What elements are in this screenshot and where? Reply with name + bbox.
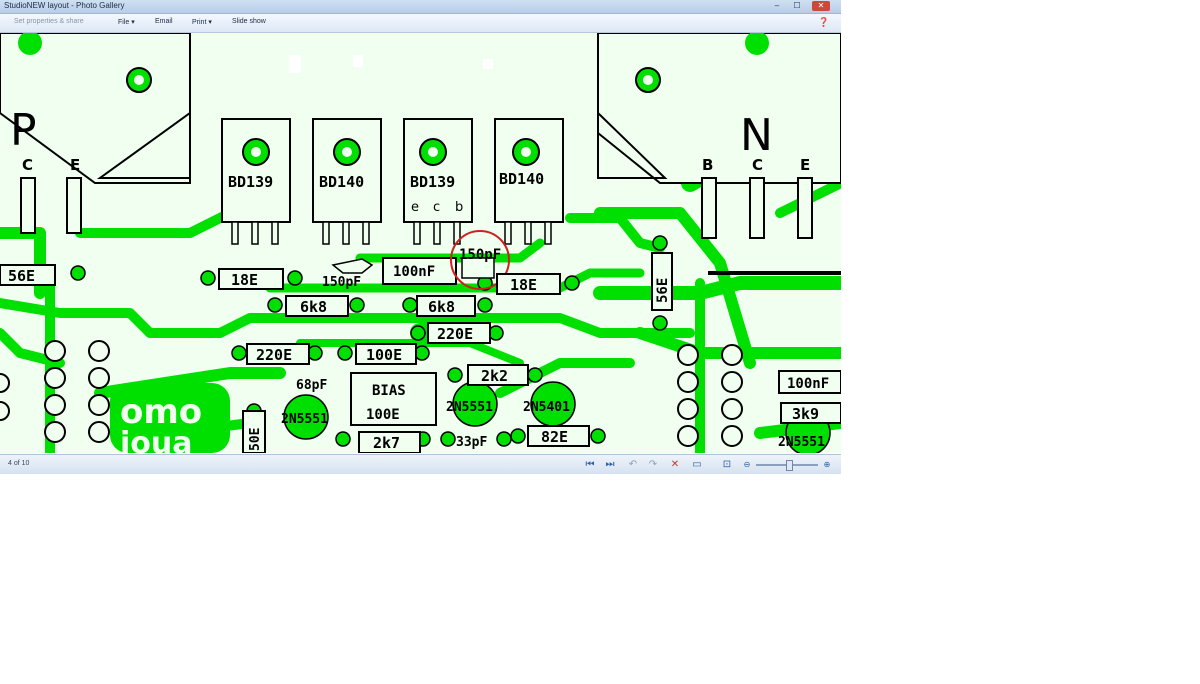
logo-block: omo ioua — [110, 383, 230, 453]
slideshow-icon[interactable]: ▭ — [692, 459, 702, 470]
r18e-right-label: 18E — [510, 276, 537, 294]
title-bar: StudioNEW layout - Photo Gallery – ☐ ✕ — [0, 0, 841, 14]
set-properties-menu[interactable]: Set properties & share — [14, 18, 84, 25]
minimize-button[interactable]: – — [774, 1, 780, 10]
r56e-right-label: 56E — [655, 278, 671, 303]
transistor-label-4: BD140 — [499, 170, 544, 188]
window-title: StudioNEW layout - Photo Gallery — [4, 1, 125, 10]
q2n5551-left-label: 2N5551 — [281, 412, 328, 427]
slide-show-button[interactable]: Slide show — [232, 18, 266, 25]
pcb-layout-image: omo ioua P C E — [0, 33, 841, 453]
pin-label-b: b — [455, 200, 463, 215]
email-button[interactable]: Email — [155, 18, 173, 25]
right-device-letter: N — [740, 110, 773, 161]
r6k8-left-label: 6k8 — [300, 298, 327, 316]
rotate-right-icon[interactable]: ↷ — [648, 459, 658, 470]
rotate-left-icon[interactable]: ↶ — [628, 459, 638, 470]
print-menu[interactable]: Print ▾ — [192, 19, 212, 26]
close-button[interactable]: ✕ — [812, 1, 830, 11]
image-counter: 4 of 10 — [8, 460, 30, 467]
r2k2-label: 2k2 — [481, 367, 508, 385]
c100nf-label: 100nF — [393, 264, 435, 280]
transistor-label-2: BD140 — [319, 173, 364, 191]
logo-top-text: omo — [120, 392, 202, 432]
actual-size-icon[interactable]: ⊡ — [722, 459, 732, 470]
c68pf-label: 68pF — [296, 378, 327, 393]
help-icon[interactable]: ❓ — [818, 17, 830, 27]
right-pin-b: B — [702, 156, 713, 174]
file-menu[interactable]: File ▾ — [118, 19, 135, 26]
solder-pads — [70, 235, 668, 447]
q2n5401-label: 2N5401 — [523, 400, 570, 415]
logo-bottom-text: ioua — [120, 426, 193, 453]
r220e-mid-label: 220E — [437, 325, 473, 343]
image-viewer: omo ioua P C E — [0, 33, 841, 453]
pin-label-e: e — [411, 200, 419, 215]
pin-label-c: c — [433, 200, 440, 215]
zoom-slider-thumb[interactable] — [786, 460, 793, 471]
bias-value-label: 100E — [366, 407, 400, 423]
q2n5551-right-label: 2N5551 — [778, 435, 825, 450]
c150pf-label: 150pF — [322, 275, 361, 290]
bias-title-label: BIAS — [372, 383, 406, 399]
left-power-device: P C E — [0, 33, 191, 234]
r2k7-label: 2k7 — [373, 434, 400, 452]
transistor-label-3: BD139 — [410, 173, 455, 191]
left-pin-c: C — [22, 156, 33, 174]
next-icon[interactable]: ⏭ — [605, 459, 615, 470]
component-labels: 56E 18E 150pF 100nF 150pF 18E 56E 6k8 6k… — [0, 230, 841, 453]
driver-transistor-2: BD140 — [312, 118, 382, 245]
right-pin-e: E — [800, 156, 810, 174]
r220e-left-label: 220E — [256, 346, 292, 364]
maximize-button[interactable]: ☐ — [793, 1, 801, 10]
driver-transistor-3: BD139 e c b — [403, 118, 473, 245]
r50e-label: 50E — [248, 428, 263, 451]
c100nf-right-label: 100nF — [787, 376, 829, 392]
r18e-left-label: 18E — [231, 271, 258, 289]
c33pf-label: 33pF — [456, 435, 487, 450]
transistor-label-1: BD139 — [228, 173, 273, 191]
driver-transistor-1: BD139 — [221, 118, 291, 245]
board-specks — [289, 55, 493, 73]
zoom-in-icon[interactable]: ⊕ — [823, 460, 831, 469]
r82e-label: 82E — [541, 428, 568, 446]
right-pin-c: C — [752, 156, 763, 174]
r3k9-label: 3k9 — [792, 405, 819, 423]
right-power-device: N B C E — [597, 33, 841, 275]
pin-headers — [0, 340, 743, 447]
left-device-letter: P — [10, 105, 37, 156]
c150pf-circled-label: 150pF — [459, 247, 501, 263]
status-bar: 4 of 10 ⏮ ⏭ ↶ ↷ ✕ ▭ ⊡ ⊖ ⊕ — [0, 454, 841, 474]
highlight-circle — [450, 230, 510, 290]
r100e-label: 100E — [366, 346, 402, 364]
previous-icon[interactable]: ⏮ — [585, 459, 595, 470]
r56e-left-label: 56E — [8, 267, 35, 285]
left-pin-e: E — [70, 156, 80, 174]
zoom-out-icon[interactable]: ⊖ — [743, 460, 751, 469]
delete-icon[interactable]: ✕ — [670, 459, 680, 470]
photo-gallery-window: StudioNEW layout - Photo Gallery – ☐ ✕ S… — [0, 0, 841, 474]
r6k8-right-label: 6k8 — [428, 298, 455, 316]
q2n5551-mid-label: 2N5551 — [446, 400, 493, 415]
driver-transistor-4: BD140 — [494, 118, 564, 245]
command-bar: Set properties & share File ▾ Email Prin… — [0, 14, 841, 33]
